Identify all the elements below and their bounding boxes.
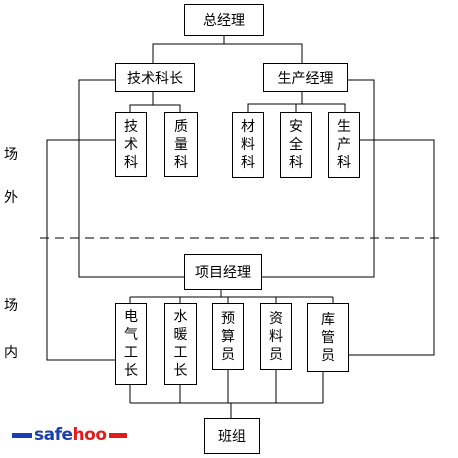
node-tech-dept: 技术科 xyxy=(115,112,147,177)
safehoo-logo: safehoo xyxy=(10,425,129,445)
node-budget-clerk: 预算员 xyxy=(212,303,244,370)
node-electrical-foreman: 电气工长 xyxy=(115,303,147,385)
node-production-dept: 生产科 xyxy=(328,112,360,178)
node-safety-dept: 安全科 xyxy=(280,112,312,178)
logo-text-main: safe xyxy=(34,425,73,445)
node-team: 班组 xyxy=(204,418,260,454)
side-label-offsite-1: 场 xyxy=(4,147,18,163)
side-label-onsite-2: 内 xyxy=(4,345,18,361)
node-tech-chief: 技术科长 xyxy=(115,63,195,92)
node-quality-dept: 质量科 xyxy=(164,112,198,177)
node-storekeeper: 库管员 xyxy=(307,303,349,372)
logo-text-accent: hoo xyxy=(72,425,107,445)
node-project-manager: 项目经理 xyxy=(184,254,262,290)
side-label-onsite-1: 场 xyxy=(4,298,18,314)
node-material-dept: 材料科 xyxy=(232,112,264,178)
node-document-clerk: 资料员 xyxy=(260,303,292,370)
node-production-manager: 生产经理 xyxy=(263,63,348,92)
node-general-manager: 总经理 xyxy=(184,4,264,36)
node-plumbing-foreman: 水暖工长 xyxy=(164,303,197,385)
side-label-offsite-2: 外 xyxy=(4,190,18,206)
